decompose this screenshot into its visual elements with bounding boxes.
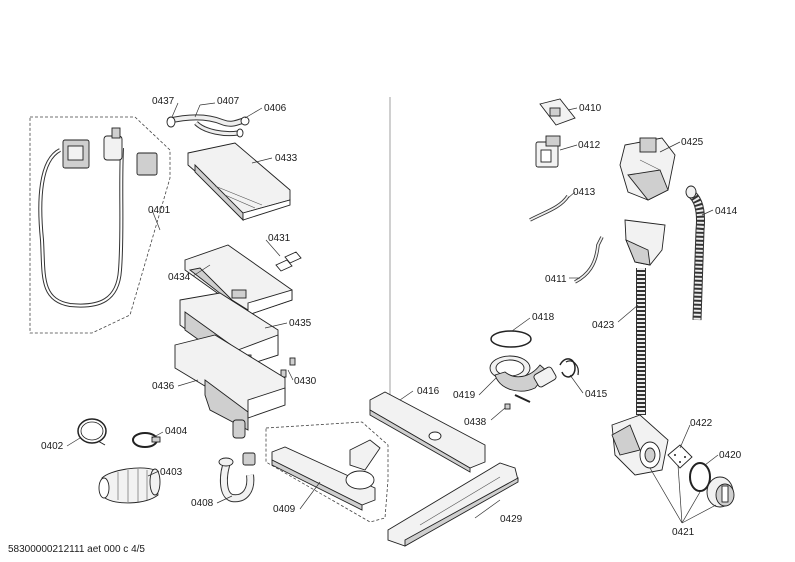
part-0419-sump <box>489 355 557 403</box>
part-0425-housing <box>619 137 676 201</box>
part-0404-clamp <box>132 432 161 448</box>
part-0422-drain-pump <box>611 414 669 476</box>
label-0411: 0411 <box>545 274 567 285</box>
label-0413: 0413 <box>573 187 596 198</box>
part-0408-siphon <box>218 452 256 503</box>
part-0420-seal-ring <box>689 462 711 492</box>
part-0413-tube <box>529 194 570 222</box>
part-0414-drain-hose <box>685 185 705 321</box>
label-0409: 0409 <box>273 504 296 515</box>
part-labels: 0437 0407 0406 0433 0401 0431 0434 0435 … <box>41 96 742 538</box>
label-0407: 0407 <box>217 96 240 107</box>
label-0429: 0429 <box>500 514 523 525</box>
leader-lines <box>66 102 719 524</box>
label-0420: 0420 <box>719 450 742 461</box>
label-0418: 0418 <box>532 312 555 323</box>
part-0402-clamp <box>77 418 107 446</box>
part-0411-tube <box>574 236 604 284</box>
label-0421: 0421 <box>672 527 695 538</box>
part-0436-dispenser-tray <box>174 334 286 439</box>
label-0423: 0423 <box>592 320 615 331</box>
part-0429-rail <box>387 462 519 547</box>
label-0404: 0404 <box>165 426 188 437</box>
part-0438-clip <box>504 403 511 410</box>
label-0410: 0410 <box>579 103 602 114</box>
label-0436: 0436 <box>152 381 175 392</box>
part-0421-filter-cap <box>706 476 735 508</box>
label-0433: 0433 <box>275 153 298 164</box>
label-0431: 0431 <box>268 233 291 244</box>
label-0419: 0419 <box>453 390 476 401</box>
part-0410-connector <box>539 98 576 126</box>
part-0415-spring-clamp <box>559 358 579 378</box>
label-0425: 0425 <box>681 137 704 148</box>
label-0437: 0437 <box>152 96 175 107</box>
label-0435: 0435 <box>289 318 312 329</box>
part-0431-small-pads <box>275 251 302 272</box>
part-0418-ring <box>490 330 532 348</box>
part-0407-0406-hoses <box>166 114 250 138</box>
footer-reference: 58300000212111 aet 000 c 4/5 <box>8 544 145 555</box>
part-0433-dispenser-lid <box>187 142 291 222</box>
part-0430-screws <box>280 357 296 378</box>
label-0434: 0434 <box>168 272 191 283</box>
label-0414: 0414 <box>715 206 738 217</box>
label-0406: 0406 <box>264 103 287 114</box>
part-0401-hose-assembly <box>29 116 171 334</box>
label-0401: 0401 <box>148 205 171 216</box>
part-0416-rail <box>369 391 486 473</box>
part-0423-filter-pipe <box>624 219 666 415</box>
label-0412: 0412 <box>578 140 601 151</box>
part-0403-bellows-hose <box>98 467 161 504</box>
label-0416: 0416 <box>417 386 440 397</box>
label-0402: 0402 <box>41 441 64 452</box>
label-0438: 0438 <box>464 417 487 428</box>
part-0422-seal-plate <box>667 444 693 469</box>
part-0409-base-rail <box>265 421 389 523</box>
label-0422: 0422 <box>690 418 713 429</box>
part-0412-pressure-switch <box>535 135 561 168</box>
label-0430: 0430 <box>294 376 317 387</box>
label-0415: 0415 <box>585 389 608 400</box>
label-0403: 0403 <box>160 467 183 478</box>
label-0408: 0408 <box>191 498 214 509</box>
